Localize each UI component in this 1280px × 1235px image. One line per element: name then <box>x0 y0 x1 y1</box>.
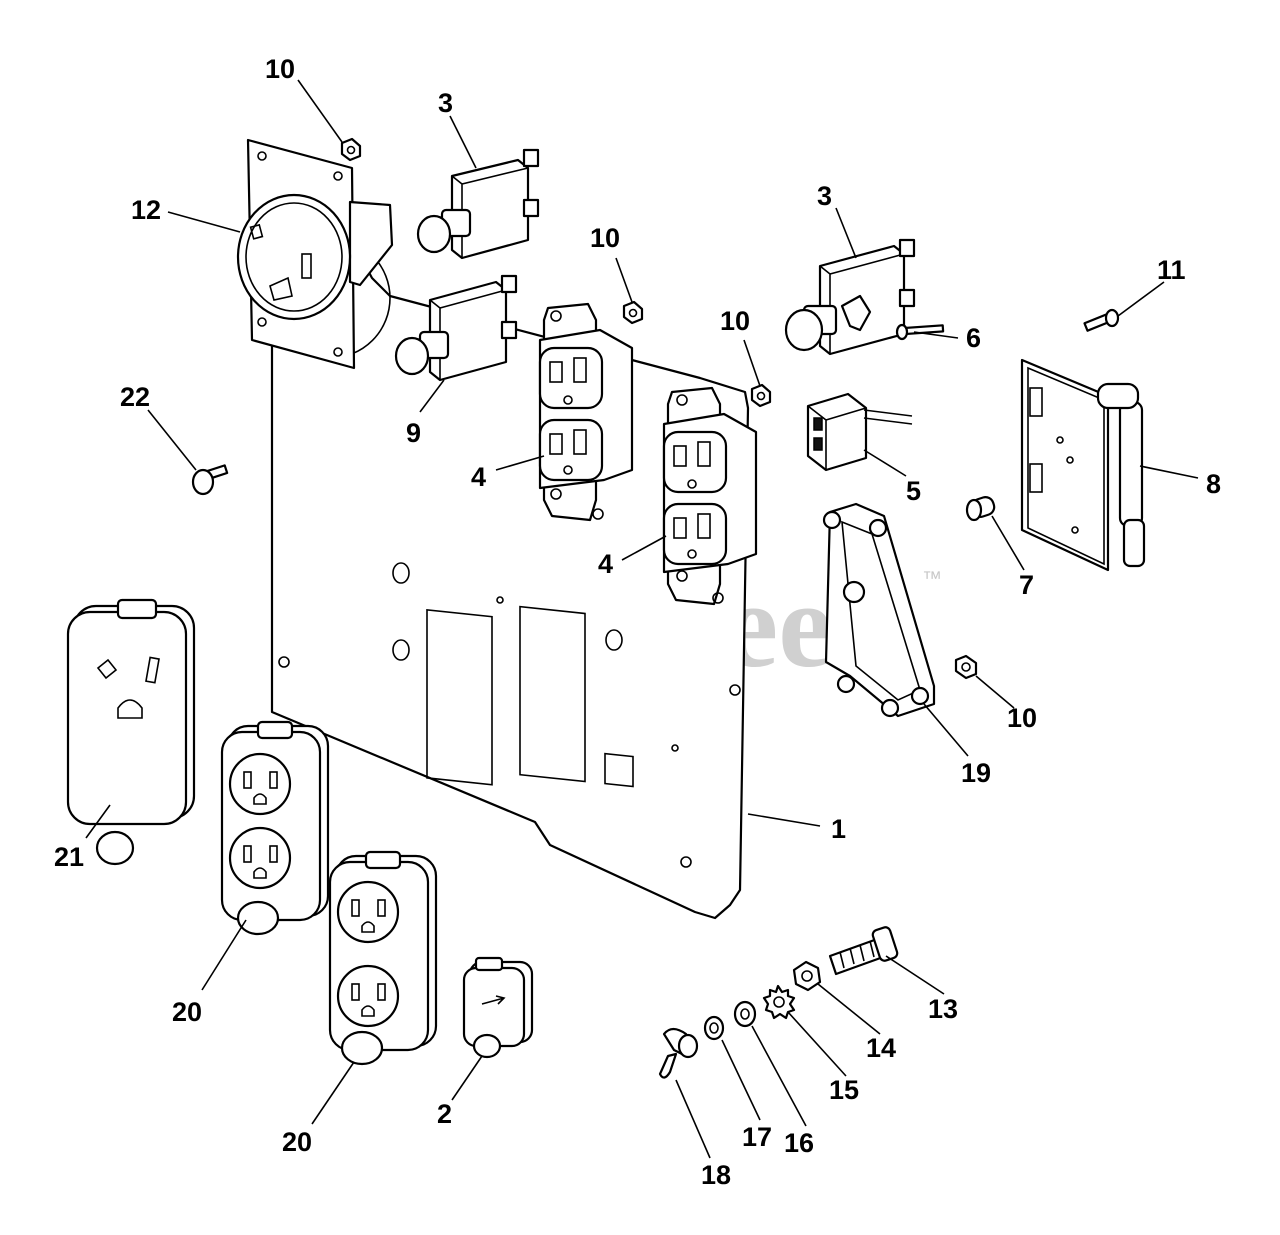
part-10-nut-a[interactable] <box>340 137 362 162</box>
part-10-nut-c[interactable] <box>750 383 772 408</box>
part-17-split-washer[interactable] <box>703 1015 725 1041</box>
callout-3: 3 <box>438 88 453 118</box>
part-7-cap[interactable] <box>965 495 996 522</box>
part-3-circuit-breaker-a[interactable] <box>416 148 540 260</box>
callout-13: 13 <box>928 994 958 1024</box>
callout-22: 22 <box>120 382 150 412</box>
callout-15: 15 <box>829 1075 859 1105</box>
callout-14: 14 <box>866 1033 896 1063</box>
part-16-flat-washer[interactable] <box>733 1000 757 1028</box>
part-13-bolt[interactable] <box>828 926 899 976</box>
leader-lines <box>85 79 1199 1159</box>
callout-21: 21 <box>54 842 84 872</box>
callout-labels: 10 3 12 10 3 11 10 6 22 9 4 5 8 4 7 10 1… <box>54 54 1221 1190</box>
callout-10: 10 <box>265 54 295 84</box>
part-2-usb-cover[interactable] <box>462 956 534 1059</box>
callout-19: 19 <box>961 758 991 788</box>
callout-8: 8 <box>1206 469 1221 499</box>
callout-11: 11 <box>1157 255 1186 285</box>
part-10-nut-d[interactable] <box>954 654 978 680</box>
part-22-screw[interactable] <box>191 464 229 496</box>
part-8-circuit-board[interactable] <box>1020 358 1146 572</box>
callout-9: 9 <box>406 418 421 448</box>
callout-17: 17 <box>742 1122 772 1152</box>
callout-16: 16 <box>784 1128 814 1158</box>
part-6-pin-screw[interactable] <box>895 323 945 341</box>
callout-1: 1 <box>831 814 846 844</box>
callout-4: 4 <box>471 462 486 492</box>
callout-6: 6 <box>966 323 981 353</box>
callout-10: 10 <box>720 306 750 336</box>
part-11-screw[interactable] <box>1083 308 1120 332</box>
part-3-circuit-breaker-b[interactable] <box>784 238 916 356</box>
part-5-usb-port[interactable] <box>806 294 913 472</box>
part-21-outlet-cover[interactable] <box>66 598 196 866</box>
part-19-bracket[interactable] <box>822 502 936 718</box>
part-18-wing-nut[interactable] <box>658 1027 699 1079</box>
callout-7: 7 <box>1019 570 1034 600</box>
watermark-trademark: ™ <box>922 568 942 590</box>
callout-4: 4 <box>598 549 613 579</box>
part-14-hex-nut[interactable] <box>792 960 822 992</box>
part-12-round-receptacle[interactable] <box>236 138 394 370</box>
part-20-duplex-cover-a[interactable] <box>220 720 330 936</box>
callout-2: 2 <box>437 1099 452 1129</box>
part-15-star-washer[interactable] <box>762 984 796 1020</box>
callout-5: 5 <box>906 476 921 506</box>
part-9-circuit-breaker[interactable] <box>394 274 518 382</box>
callout-10: 10 <box>1007 703 1037 733</box>
callout-3: 3 <box>817 181 832 211</box>
part-4-duplex-outlet-b[interactable] <box>662 386 758 606</box>
callout-18: 18 <box>701 1160 731 1190</box>
part-4-duplex-outlet-a[interactable] <box>538 302 634 522</box>
callout-12: 12 <box>131 195 161 225</box>
callout-10: 10 <box>590 223 620 253</box>
callout-20: 20 <box>172 997 202 1027</box>
callout-20: 20 <box>282 1127 312 1157</box>
part-10-nut-b[interactable] <box>622 300 644 325</box>
part-20-duplex-cover-b[interactable] <box>328 850 438 1066</box>
